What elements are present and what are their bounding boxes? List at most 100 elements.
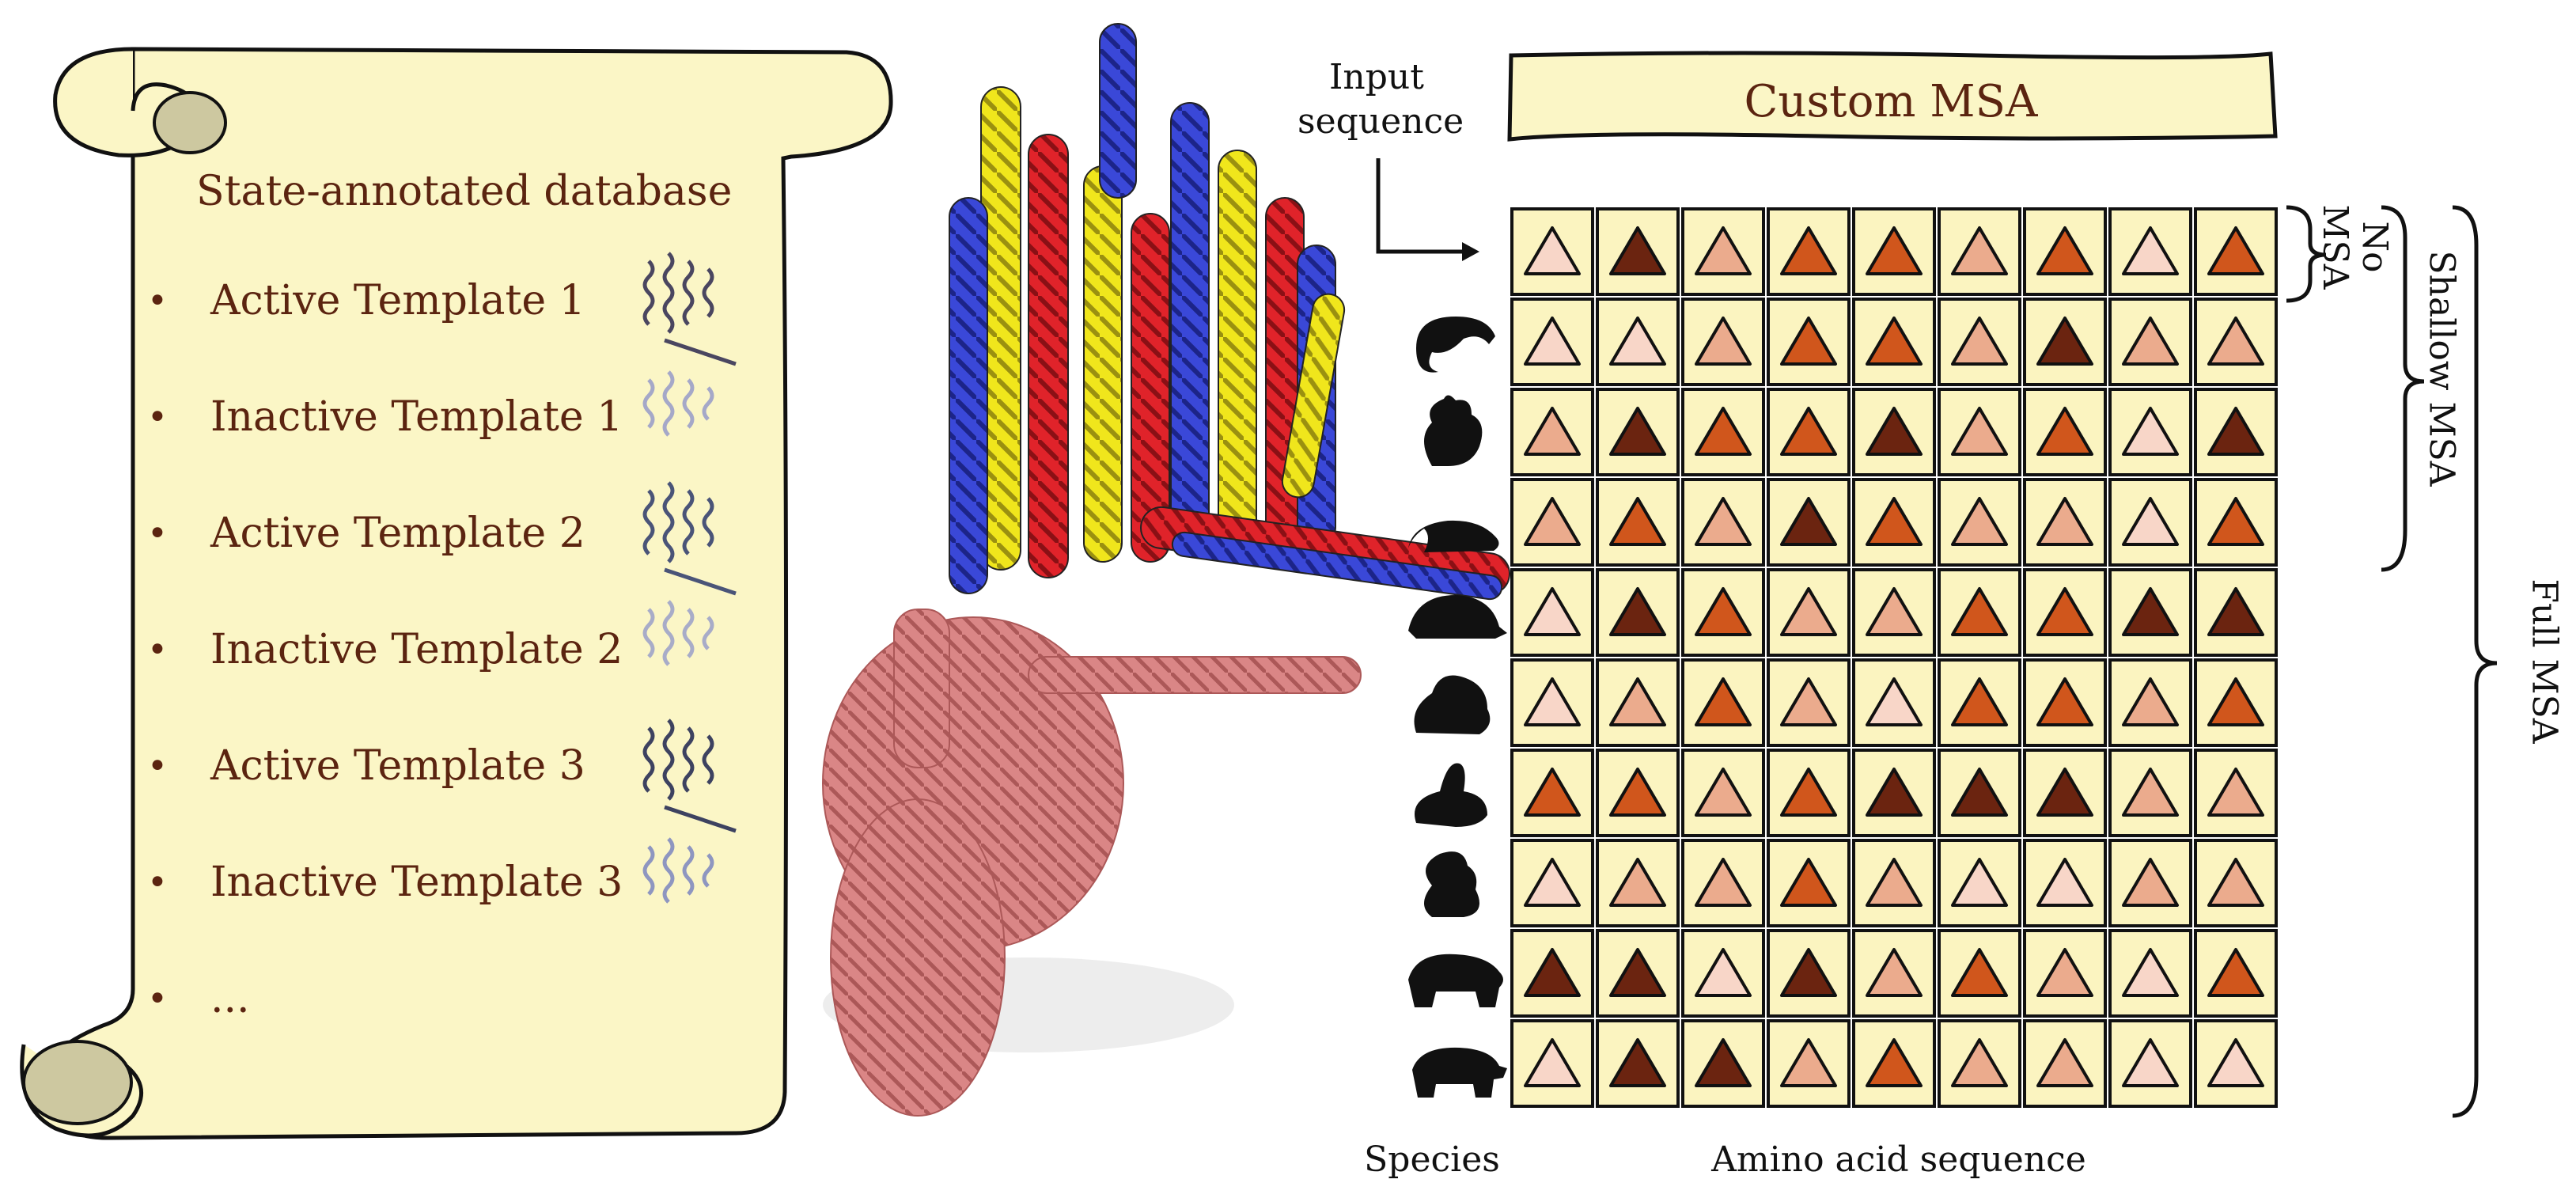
residue-triangle-icon xyxy=(1695,587,1752,636)
active-structure-thumbnail-1 xyxy=(642,252,737,366)
input-arrow xyxy=(1376,158,1479,261)
residue-triangle-icon xyxy=(2036,587,2093,636)
pig-icon xyxy=(1412,1047,1507,1098)
no-msa-label: No MSA xyxy=(2315,204,2395,290)
list-item: • Active Template 2 xyxy=(147,510,585,557)
residue-triangle-icon xyxy=(2122,1038,2179,1087)
residue-triangle-icon xyxy=(1866,768,1923,817)
residue-triangle-icon xyxy=(2122,317,2179,366)
residue-triangle-icon xyxy=(1780,226,1837,275)
inactive-structure-thumbnail-1 xyxy=(642,370,714,437)
residue-triangle-icon xyxy=(2207,226,2264,275)
residue-triangle-icon xyxy=(1524,587,1581,636)
list-item: • Active Template 1 xyxy=(147,277,585,324)
residue-triangle-icon xyxy=(1951,587,2008,636)
bullet-icon: • xyxy=(147,862,168,903)
bullet-icon: • xyxy=(147,629,168,670)
residue-triangle-icon xyxy=(2036,497,2093,546)
residue-triangle-icon xyxy=(1695,226,1752,275)
residue-triangle-icon xyxy=(1951,948,2008,997)
residue-triangle-icon xyxy=(1951,1038,2008,1087)
amino-acid-sequence-label: Amino acid sequence xyxy=(1711,1139,2086,1180)
shallow-msa-label: Shallow MSA xyxy=(2421,250,2462,487)
residue-triangle-icon xyxy=(1866,948,1923,997)
residue-triangle-icon xyxy=(1524,317,1581,366)
protein-structure xyxy=(822,23,1510,1117)
residue-triangle-icon xyxy=(2207,768,2264,817)
residue-triangle-icon xyxy=(2207,1038,2264,1087)
transmembrane-helices xyxy=(949,23,1346,594)
residue-triangle-icon xyxy=(1609,407,1666,456)
residue-triangle-icon xyxy=(2207,497,2264,546)
residue-triangle-icon xyxy=(1609,768,1666,817)
residue-triangle-icon xyxy=(1951,858,2008,907)
msa-title: Custom MSA xyxy=(1744,76,2038,127)
residue-triangle-icon xyxy=(1780,407,1837,456)
active-structure-thumbnail-3 xyxy=(642,719,737,833)
residue-triangle-icon xyxy=(1609,587,1666,636)
msa-cell xyxy=(1767,388,1851,476)
residue-triangle-icon xyxy=(2122,226,2179,275)
residue-triangle-icon xyxy=(1866,1038,1923,1087)
squirrel-icon xyxy=(1424,851,1479,917)
template-thumbnails xyxy=(642,252,737,904)
residue-triangle-icon xyxy=(2207,587,2264,636)
residue-triangle-icon xyxy=(1524,226,1581,275)
residue-triangle-icon xyxy=(2036,858,2093,907)
residue-triangle-icon xyxy=(1866,407,1923,456)
list-item: • Inactive Template 3 xyxy=(147,859,623,906)
residue-triangle-icon xyxy=(1951,768,2008,817)
residue-triangle-icon xyxy=(1951,317,2008,366)
residue-triangle-icon xyxy=(1695,858,1752,907)
residue-triangle-icon xyxy=(1780,1038,1837,1087)
residue-triangle-icon xyxy=(1524,497,1581,546)
residue-triangle-icon xyxy=(1609,948,1666,997)
residue-triangle-icon xyxy=(2036,1038,2093,1087)
scroll-shape xyxy=(20,47,893,1140)
residue-triangle-icon xyxy=(1524,407,1581,456)
rooster-icon xyxy=(1424,395,1483,466)
residue-triangle-icon xyxy=(2036,677,2093,726)
msa-cell xyxy=(2194,1019,2278,1108)
bullet-icon: • xyxy=(147,745,168,787)
residue-triangle-icon xyxy=(1780,677,1837,726)
species-icons xyxy=(1408,317,1507,1098)
msa-cell xyxy=(1852,478,1936,567)
residue-triangle-icon xyxy=(2036,317,2093,366)
list-item: • Inactive Template 2 xyxy=(147,626,623,673)
bullet-icon: • xyxy=(147,978,168,1019)
mouse-icon xyxy=(1408,520,1499,552)
list-item: • Active Template 3 xyxy=(147,742,585,790)
msa-cell xyxy=(1938,388,2021,476)
residue-triangle-icon xyxy=(2122,407,2179,456)
residue-triangle-icon xyxy=(1609,497,1666,546)
residue-triangle-icon xyxy=(2036,407,2093,456)
residue-triangle-icon xyxy=(1695,677,1752,726)
residue-triangle-icon xyxy=(2122,768,2179,817)
database-title: State-annotated database xyxy=(196,168,733,215)
residue-triangle-icon xyxy=(1780,497,1837,546)
residue-triangle-icon xyxy=(1695,497,1752,546)
species-label: Species xyxy=(1364,1139,1500,1180)
residue-triangle-icon xyxy=(1866,858,1923,907)
residue-triangle-icon xyxy=(1524,768,1581,817)
residue-triangle-icon xyxy=(2207,407,2264,456)
msa-grid xyxy=(1510,207,2278,1108)
gprotein-domain xyxy=(822,609,1362,1117)
residue-triangle-icon xyxy=(2207,858,2264,907)
residue-triangle-icon xyxy=(1524,1038,1581,1087)
residue-triangle-icon xyxy=(1780,317,1837,366)
residue-triangle-icon xyxy=(1780,948,1837,997)
input-sequence-label: Input sequence xyxy=(1297,57,1464,142)
residue-triangle-icon xyxy=(1866,677,1923,726)
residue-triangle-icon xyxy=(1951,497,2008,546)
residue-triangle-icon xyxy=(2207,948,2264,997)
msa-title-banner xyxy=(1507,51,2278,142)
residue-triangle-icon xyxy=(1780,768,1837,817)
msa-brackets xyxy=(2286,205,2498,1118)
rabbit-icon xyxy=(1415,763,1487,827)
residue-triangle-icon xyxy=(1866,226,1923,275)
msa-cell xyxy=(1852,749,1936,837)
residue-triangle-icon xyxy=(1524,858,1581,907)
bullet-icon: • xyxy=(147,396,168,438)
